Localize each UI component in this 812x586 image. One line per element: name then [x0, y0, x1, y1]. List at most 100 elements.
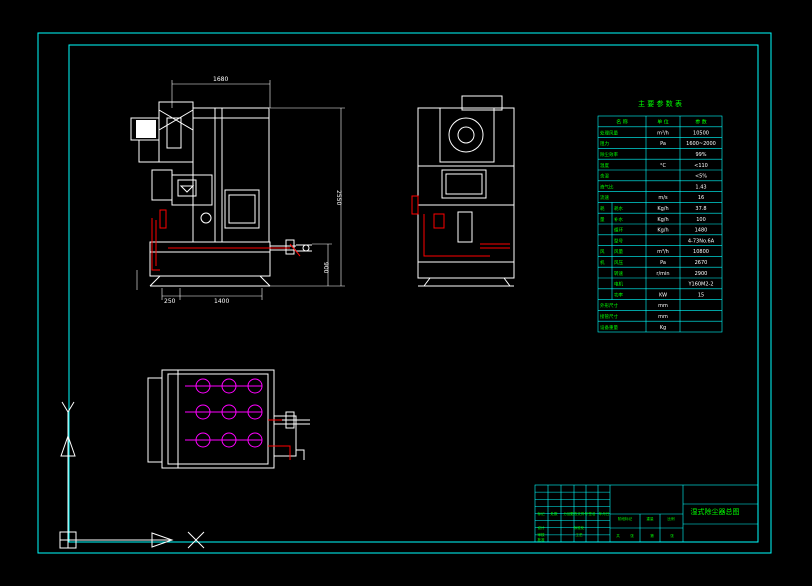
gauge [200, 212, 212, 224]
plan-nozzle-grid [185, 378, 263, 448]
table-row-value: 1.43 [695, 184, 706, 190]
dim-bottom-250: 250 [164, 298, 176, 305]
table-row-name: 含湿 [600, 173, 609, 180]
table-row-value: 4-73No.6A [688, 238, 715, 244]
table-row-subname: 耗水 [614, 205, 623, 212]
front-dimensions [136, 80, 345, 300]
side-view [417, 95, 515, 287]
dim-lower-900: 900 [322, 262, 329, 274]
table-row-value: <110 [694, 163, 708, 169]
table-row-name: 风 [600, 249, 605, 255]
table-row-subname: 型号 [614, 237, 623, 244]
table-row-unit: Kg/h [657, 217, 668, 223]
table-row-value: 2670 [695, 260, 708, 266]
table-row-name: 机 [600, 259, 605, 266]
table-row-unit: Pa [660, 260, 666, 266]
table-row-subname: 风压 [614, 260, 623, 266]
params-table-grid [597, 115, 723, 333]
table-row-value: <5% [695, 174, 707, 180]
table-row-value: Y160M2-2 [687, 282, 713, 288]
title-block: 标记处数分区更改文件号签名年月日设计标准化阶段标记重量比例审核工艺批准共张第张 … [534, 484, 759, 543]
table-row-subname: 补水 [614, 216, 623, 223]
table-row-unit: mm [658, 303, 668, 309]
plan-view-pipes [268, 419, 291, 460]
table-row-name: 耗 [600, 206, 605, 212]
table-row-name: 阻力 [600, 140, 609, 147]
title-block-grid [534, 484, 759, 543]
table-row-name: 量 [600, 216, 605, 223]
table-row-subname: 循环 [614, 227, 623, 234]
table-row-unit: Kg/h [657, 206, 668, 212]
title-block-cell-label: 批准 [537, 537, 545, 542]
title-block-cell-label: 张 [630, 533, 634, 538]
table-row-subname: 功率 [614, 291, 623, 298]
title-block-texts: 标记处数分区更改文件号签名年月日设计标准化阶段标记重量比例审核工艺批准共张第张 [537, 511, 675, 542]
table-row-value: 10500 [693, 130, 709, 136]
title-block-cell-label: 分区 [563, 511, 571, 516]
front-view [130, 101, 312, 287]
title-block-cell-label: 重量 [646, 516, 654, 521]
ucs-icon [59, 401, 205, 549]
table-row-value: 37.8 [695, 206, 706, 212]
table-row-value: 15 [698, 292, 704, 298]
table-header-value: 参 数 [695, 119, 707, 126]
inspection-window [224, 189, 260, 229]
title-block-cell-label: 阶段标记 [618, 516, 633, 521]
lower-tank [149, 241, 271, 277]
table-row-name: 温度 [600, 162, 609, 169]
table-row-unit: Kg/h [657, 228, 668, 234]
table-row-value: 1600~2000 [686, 141, 716, 147]
table-row-name: 除尘效率 [600, 151, 618, 158]
title-block-cell-label: 共 [616, 533, 620, 538]
table-row-name: 接管尺寸 [600, 313, 618, 320]
table-header-name: 名 称 [616, 119, 628, 126]
table-row-value: 100 [696, 217, 706, 223]
fan-wheel [448, 117, 484, 153]
title-block-cell-label: 第 [650, 533, 654, 538]
title-block-cell-label: 设计 [537, 525, 545, 530]
dim-top-1680: 1680 [213, 76, 228, 83]
table-row-value: 1480 [695, 228, 708, 234]
title-block-cell-label: 标记 [537, 511, 545, 516]
table-row-name: 设备重量 [600, 324, 618, 331]
params-table-title: 主 要 参 数 表 [638, 99, 682, 108]
outer-border [37, 32, 772, 554]
front-dimension-texts: 1680 2550 900 250 1400 [164, 76, 342, 305]
table-row-name: 流速 [600, 194, 609, 201]
table-row-subname: 转速 [614, 270, 623, 277]
table-row-name: 处理风量 [600, 129, 618, 136]
dim-height-2550: 2550 [335, 190, 342, 205]
table-header-unit: 单 位 [657, 119, 669, 126]
inner-border [68, 44, 759, 543]
drawing-frame [37, 32, 772, 554]
title-block-cell-label: 张 [670, 533, 674, 538]
drawing-title: 湿式除尘器总图 [691, 507, 740, 516]
table-row-unit: Pa [660, 141, 666, 147]
title-block-cell-label: 工艺 [575, 532, 583, 537]
front-view-pipes [151, 209, 301, 271]
title-block-cell-label: 比例 [667, 516, 675, 521]
table-row-name: 外形尺寸 [600, 302, 618, 309]
side-view-pipes [411, 195, 510, 257]
table-row-value: 16 [698, 195, 704, 201]
table-row-unit: m³/h [657, 249, 669, 255]
title-block-cell-label: 签名 [588, 511, 596, 516]
table-row-unit: m/s [658, 195, 668, 201]
title-block-cell-label: 审核 [537, 532, 545, 537]
table-row-unit: m³/h [657, 130, 669, 136]
plan-view [147, 369, 310, 469]
table-row-value: 99% [695, 152, 706, 158]
title-block-cell-label: 年月日 [599, 511, 610, 516]
table-row-unit: Kg [660, 325, 666, 331]
table-row-subname: 电机 [614, 281, 623, 288]
side-housing [417, 107, 515, 279]
table-row-unit: °C [660, 163, 667, 169]
table-row-unit: mm [658, 314, 668, 320]
table-row-name: 液气比 [600, 183, 614, 190]
table-row-unit: KW [659, 292, 667, 298]
fan-casing [439, 107, 495, 163]
table-row-unit: r/min [656, 271, 669, 277]
